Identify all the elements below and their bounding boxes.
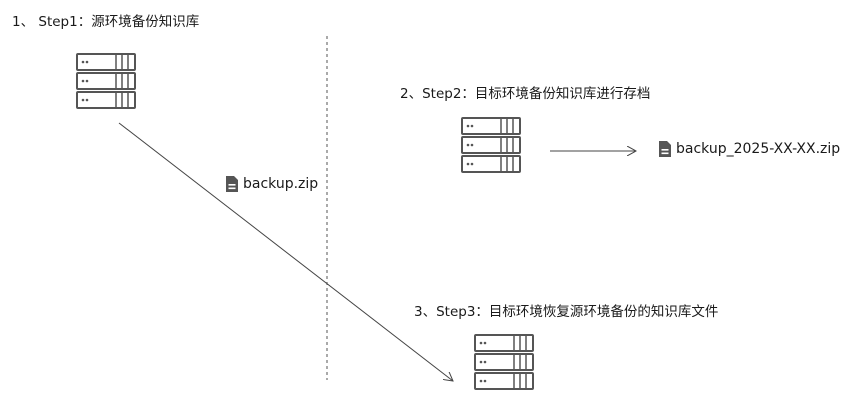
backup-file-name: backup.zip [243, 176, 319, 192]
restore-arrow [118, 122, 453, 381]
backup-file: backup.zip [225, 176, 318, 192]
target-server-icon [461, 117, 521, 173]
archive-file-name: backup_2025-XX-XX.zip [676, 141, 841, 157]
step1-label: 1、 Step1：源环境备份知识库 [12, 14, 200, 30]
source-server-icon [76, 53, 136, 109]
archive-file: backup_2025-XX-XX.zip [658, 141, 840, 157]
file-icon [659, 141, 671, 157]
restored-server-icon [474, 334, 534, 390]
file-icon [226, 176, 238, 192]
step2-label: 2、Step2：目标环境备份知识库进行存档 [400, 86, 651, 102]
step3-label: 3、Step3：目标环境恢复源环境备份的知识库文件 [414, 304, 719, 320]
